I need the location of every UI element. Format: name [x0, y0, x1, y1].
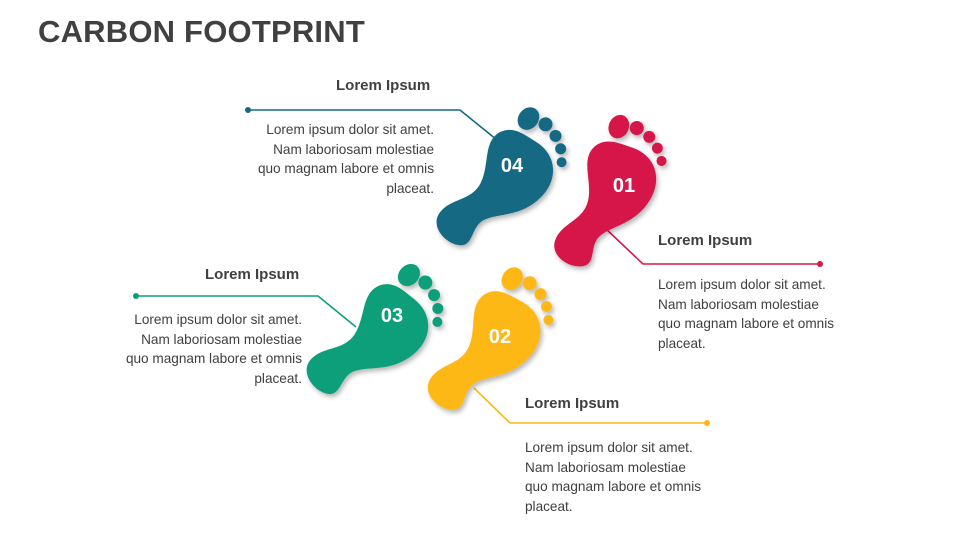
step-04-body: Lorem ipsum dolor sit amet. Nam laborios… [257, 122, 434, 196]
connector-02 [473, 387, 710, 426]
connector-03 [133, 293, 357, 328]
step-number-03: 03 [381, 305, 403, 327]
footprint-01 [544, 108, 678, 284]
step-04-heading: Lorem Ipsum [336, 77, 431, 94]
step-02-body: Lorem ipsum dolor sit amet. Nam laborios… [525, 440, 702, 514]
step-03-body: Lorem ipsum dolor sit amet. Nam laborios… [125, 312, 302, 386]
step-01-body: Lorem ipsum dolor sit amet. Nam laborios… [658, 277, 835, 351]
step-number-01: 01 [613, 175, 635, 197]
step-number-04: 04 [501, 155, 524, 177]
page-title: CARBON FOOTPRINT [38, 14, 365, 49]
step-03-heading: Lorem Ipsum [205, 266, 300, 283]
step-number-02: 02 [489, 326, 511, 348]
step-01-heading: Lorem Ipsum [658, 232, 753, 249]
connector-04 [245, 107, 498, 141]
connector-01 [604, 227, 823, 267]
step-02-heading: Lorem Ipsum [525, 395, 620, 412]
